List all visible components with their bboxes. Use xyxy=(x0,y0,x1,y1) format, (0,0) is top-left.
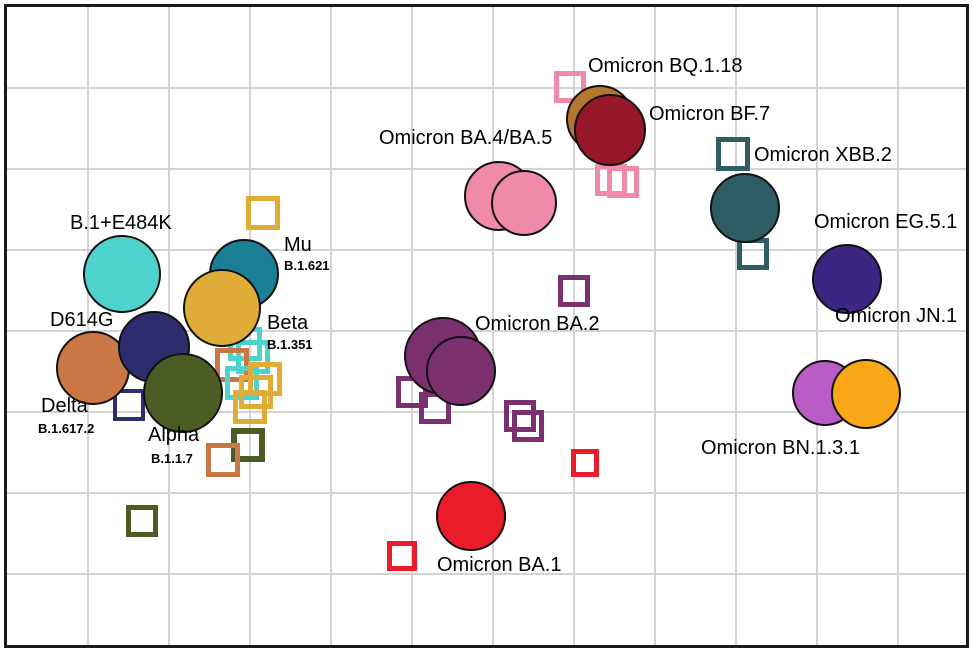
label-beta-sub: B.1.351 xyxy=(267,337,313,352)
grid-line-vertical xyxy=(411,7,413,645)
label-omicron-jn1: Omicron JN.1 xyxy=(835,305,958,327)
serum-square xyxy=(504,400,536,432)
label-omicron-eg51: Omicron EG.5.1 xyxy=(814,211,958,233)
serum-square xyxy=(716,137,750,171)
antigen-circle-b-1-e484k xyxy=(83,235,161,313)
antigen-circle-omicron-eg-5-1 xyxy=(812,244,882,314)
label-mu: Mu xyxy=(284,234,312,256)
label-alpha: Alpha xyxy=(148,424,200,446)
label-omicron-bf7: Omicron BF.7 xyxy=(649,103,771,125)
label-beta: Beta xyxy=(267,312,309,334)
label-d614g: D614G xyxy=(50,309,114,331)
grid-line-horizontal xyxy=(7,573,966,575)
grid-line-horizontal xyxy=(7,249,966,251)
serum-square xyxy=(236,340,270,374)
serum-square xyxy=(607,166,639,198)
grid-line-vertical xyxy=(816,7,818,645)
serum-square xyxy=(113,389,145,421)
serum-square xyxy=(571,449,599,477)
serum-square xyxy=(233,390,267,424)
grid-line-horizontal xyxy=(7,87,966,89)
label-omicron-xbb2: Omicron XBB.2 xyxy=(754,144,892,166)
grid-line-horizontal xyxy=(7,330,966,332)
serum-square xyxy=(246,196,280,230)
label-omicron-ba4-ba5: Omicron BA.4/BA.5 xyxy=(379,127,553,149)
grid-line-vertical xyxy=(735,7,737,645)
serum-square xyxy=(387,541,417,571)
grid-line-vertical xyxy=(492,7,494,645)
antigen-circle-beta xyxy=(183,269,261,347)
label-omicron-ba1: Omicron BA.1 xyxy=(437,554,562,576)
grid-line-vertical xyxy=(87,7,89,645)
label-omicron-ba2: Omicron BA.2 xyxy=(475,313,600,335)
antigen-circle-d614g xyxy=(56,331,130,405)
label-delta-sub: B.1.617.2 xyxy=(38,421,95,436)
antigen-circle-omicron-jn-1 xyxy=(831,359,901,429)
serum-square xyxy=(512,410,544,442)
grid-line-horizontal xyxy=(7,411,966,413)
grid-line-vertical xyxy=(330,7,332,645)
label-delta: Delta xyxy=(41,395,88,417)
antigen-circle xyxy=(491,170,557,236)
antigen-circle-omicron-bq-1-18 xyxy=(574,94,646,166)
antigen-circle-alpha xyxy=(143,353,223,433)
serum-square xyxy=(126,505,158,537)
label-alpha-sub: B.1.1.7 xyxy=(151,451,193,466)
serum-square xyxy=(558,275,590,307)
grid-line-vertical xyxy=(897,7,899,645)
antigen-circle-omicron-ba-1 xyxy=(436,481,506,551)
serum-square xyxy=(215,348,249,382)
label-b1-e484k: B.1+E484K xyxy=(70,212,172,234)
grid-line-vertical xyxy=(654,7,656,645)
grid-line-vertical xyxy=(573,7,575,645)
label-mu-sub: B.1.621 xyxy=(284,258,330,273)
antigen-circle xyxy=(426,336,496,406)
label-omicron-bn131: Omicron BN.1.3.1 xyxy=(701,437,860,459)
antigen-circle-omicron-xbb-2 xyxy=(710,173,780,243)
serum-square xyxy=(206,443,240,477)
label-omicron-bq118: Omicron BQ.1.18 xyxy=(588,55,743,77)
